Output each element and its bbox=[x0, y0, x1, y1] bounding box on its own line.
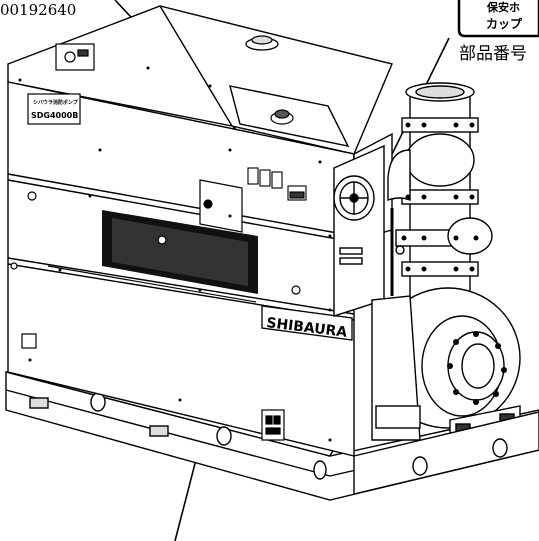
pump-base-rail bbox=[353, 411, 539, 495]
enclosure-bolts bbox=[18, 66, 332, 442]
warning-tag-box: 保安ホ カップ bbox=[457, 0, 539, 38]
valve-handwheel bbox=[333, 175, 375, 221]
tag-line-2: カップ bbox=[486, 16, 523, 31]
control-panel bbox=[199, 179, 243, 233]
tag-line-1: 保安ホ bbox=[486, 0, 520, 14]
part-number-top-left: 00192640 bbox=[0, 1, 76, 19]
side-labels bbox=[339, 247, 363, 265]
radiator-grille bbox=[47, 210, 258, 303]
pump-assembly bbox=[333, 82, 521, 447]
nameplate-line-1: シバウラ消防ポンプ bbox=[33, 99, 79, 106]
inspection-window bbox=[21, 333, 37, 349]
roof-gauge bbox=[55, 43, 95, 71]
nameplate: シバウラ消防ポンプ SDG4000B bbox=[27, 93, 81, 125]
switch-cluster bbox=[247, 167, 307, 201]
nameplate-line-2: SDG4000B bbox=[31, 111, 78, 120]
lower-label-panel bbox=[261, 409, 285, 441]
door-latches bbox=[10, 191, 301, 295]
part-number-label-right: 部品番号 bbox=[459, 44, 527, 64]
exhaust-flange bbox=[245, 35, 279, 51]
fuel-cap bbox=[270, 109, 294, 125]
